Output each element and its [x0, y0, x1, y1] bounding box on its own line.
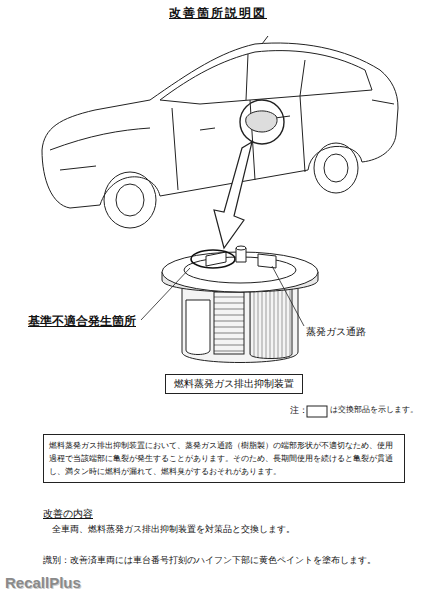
filter-canister [250, 286, 292, 359]
leader-lines [141, 266, 304, 326]
car-body [42, 43, 398, 208]
part-label: 蒸発ガス通路 [306, 326, 366, 338]
car-window [160, 51, 372, 104]
car-drawing [42, 36, 398, 228]
replaced-part-symbol [307, 406, 327, 417]
section-heading: 改善の内容 [43, 508, 93, 520]
module-ribs [214, 292, 244, 354]
callout-label: 基準不適合発生箇所 [28, 314, 136, 328]
callout-circle [240, 100, 284, 144]
front-wheel [104, 172, 156, 228]
front-hub [116, 184, 144, 216]
vapor-passage [206, 248, 276, 268]
antenna [262, 36, 268, 44]
rear-wheel [314, 143, 358, 193]
body-text: 全車両、燃料蒸発ガス排出抑制装置を対策品と交換します。 [52, 524, 295, 535]
leader-line [272, 266, 304, 326]
nonconformity-highlight [191, 250, 235, 268]
connector-port [236, 246, 246, 250]
module-body [182, 282, 298, 363]
body-text: 識別：改善済車両には車台番号打刻のハイフン下部に黄色ペイントを塗布します。 [43, 555, 376, 566]
pointer-arrow [214, 142, 252, 248]
fuel-module [162, 246, 318, 363]
window-pillar [246, 54, 305, 100]
part-name-box: 燃料蒸発ガス排出抑制装置 [165, 374, 303, 394]
note-text: 注： [290, 405, 308, 416]
box-text: 燃料蒸発ガス排出抑制装置 [174, 378, 294, 390]
note-text: は交換部品を示します。 [330, 405, 418, 415]
defect-description-box: 燃料蒸発ガス排出抑制装置において、蒸発ガス通路（樹脂製）の端部形状が不適切なため… [43, 434, 405, 483]
fuel-tank-mini [246, 111, 277, 132]
rear-hub [324, 154, 348, 182]
page-title: 改善箇所説明図 [169, 6, 267, 21]
hood-line [50, 100, 394, 170]
leader-line [141, 268, 190, 320]
box-text: 燃料蒸発ガス排出抑制装置において、蒸発ガス通路（樹脂製）の端部形状が不適切なため… [49, 439, 399, 478]
watermark: RecallPlus [5, 574, 81, 593]
pump-cylinder [186, 300, 210, 355]
